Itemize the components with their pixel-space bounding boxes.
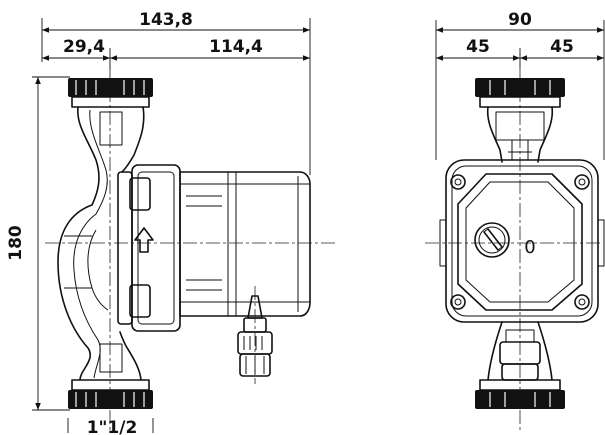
side-view: 143,8 29,4 114,4 180 1"1/2 xyxy=(6,10,338,435)
pump-body xyxy=(57,106,145,381)
front-view: 90 45 45 xyxy=(425,10,605,430)
offset-left-label: 29,4 xyxy=(63,37,105,57)
speed-indicator-label: 0 xyxy=(524,237,535,258)
dimension-thread-size: 1"1/2 xyxy=(67,418,154,435)
front-top-thread xyxy=(475,78,565,108)
thread-size-label: 1"1/2 xyxy=(87,418,138,435)
dimension-height: 180 xyxy=(6,76,70,411)
front-motor-housing xyxy=(439,159,605,323)
front-width-label: 90 xyxy=(508,10,532,30)
half-right-label: 45 xyxy=(550,37,574,57)
dimension-front-halves: 45 45 xyxy=(436,37,604,68)
speed-selector-knob-icon xyxy=(474,222,510,258)
motor-flange xyxy=(117,164,181,332)
front-bottom-thread xyxy=(475,379,565,409)
front-top-stem xyxy=(508,139,532,161)
cable-gland xyxy=(237,286,273,384)
flow-direction-arrow-icon xyxy=(134,227,154,253)
half-left-label: 45 xyxy=(466,37,490,57)
overall-width-label: 143,8 xyxy=(139,10,193,30)
motor-housing xyxy=(179,171,311,317)
dimension-offsets: 29,4 114,4 xyxy=(42,37,310,70)
height-label: 180 xyxy=(6,225,26,261)
dimension-overall-width: 143,8 xyxy=(41,10,311,175)
front-pipe-body xyxy=(486,106,554,381)
offset-right-label: 114,4 xyxy=(209,37,263,57)
bottom-thread-connection xyxy=(68,379,153,409)
top-thread-connection xyxy=(68,78,153,108)
dimension-front-width: 90 xyxy=(435,10,605,160)
